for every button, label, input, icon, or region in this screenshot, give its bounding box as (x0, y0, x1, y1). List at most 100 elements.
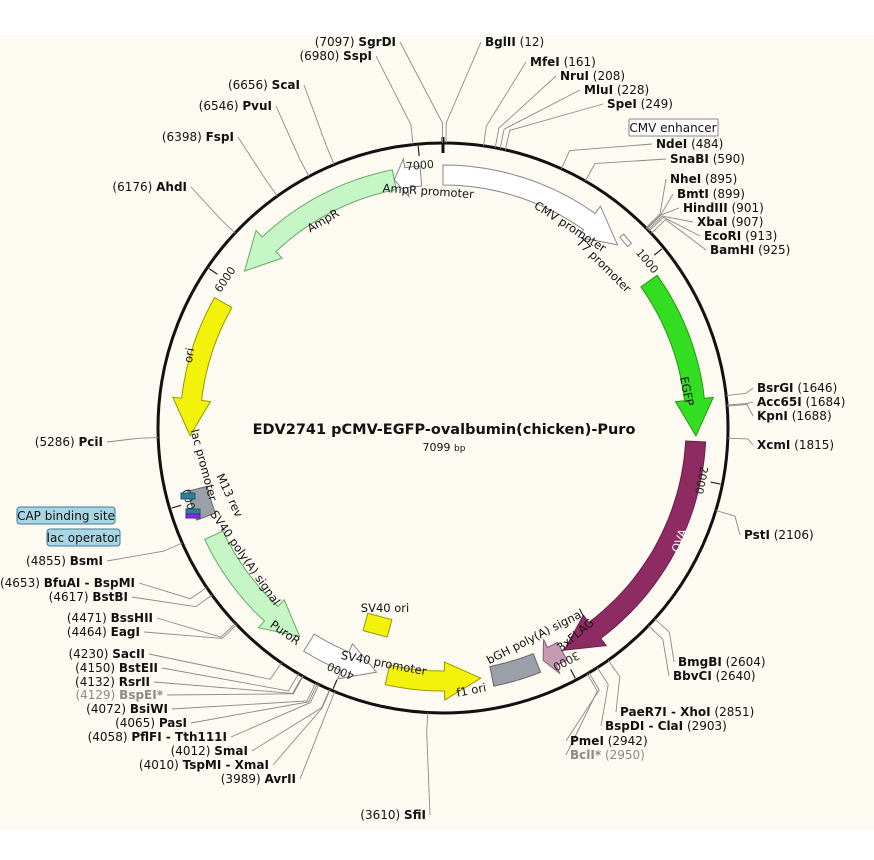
leader-40 (272, 689, 331, 766)
leader-37 (190, 683, 318, 724)
site-sgrdi: (7097) SgrDI (315, 35, 396, 49)
tick-2000 (710, 481, 721, 485)
site-bsiwi: (4072) BsiWI (86, 702, 168, 716)
leader-39 (251, 689, 331, 752)
leader-27 (131, 594, 213, 608)
site-bstbi: (4617) BstBI (49, 590, 128, 604)
leader-11 (584, 158, 667, 182)
site-tspmi-xmai: (4010) TspMI - XmaI (139, 758, 269, 772)
site-bsteii: (4150) BstEII (75, 661, 158, 675)
site-fspi: (6398) FspI (162, 130, 234, 144)
site-sacii: (4230) SacII (68, 647, 145, 661)
leader-16 (647, 215, 694, 231)
leader-38 (230, 684, 320, 738)
site-scai: (6656) ScaI (228, 78, 300, 92)
leader-1 (445, 41, 482, 144)
site-bspdi-clai: BspDI - ClaI (2903) (605, 719, 727, 733)
feature-label-f1ori: f1 ori (455, 680, 487, 699)
leader-17 (648, 216, 701, 237)
site-bcli: BclI* (2950) (570, 748, 645, 762)
tick-1000 (653, 248, 663, 256)
leader-24 (715, 509, 741, 536)
site-smai: (4012) SmaI (171, 744, 248, 758)
leader-13 (645, 178, 667, 229)
site-pcii: (5286) PciI (35, 435, 103, 449)
leader-9 (237, 136, 278, 197)
site-sspi: (6980) SspI (299, 49, 372, 63)
feature-flag (542, 639, 568, 674)
leader-7 (303, 84, 335, 165)
cmv-enhancer-label: CMV enhancer (629, 121, 716, 135)
feature-ova (563, 440, 707, 651)
site-psti: PstI (2106) (744, 528, 814, 542)
leader-29 (143, 624, 238, 639)
site-bsmi: (4855) BsmI (26, 554, 103, 568)
site-spei: SpeI (249) (607, 97, 673, 111)
feature-label-ori: ori (181, 347, 197, 364)
site-xcmi: XcmI (1815) (757, 438, 834, 452)
cap-binding-label: CAP binding site (17, 509, 115, 523)
site-bsrgi: BsrGI (1646) (757, 381, 837, 395)
lac-operator-label: lac operator (47, 531, 120, 545)
site-sfii: (3610) SfiI (360, 808, 426, 822)
site-acc65i: Acc65I (1684) (757, 395, 845, 409)
leader-36 (171, 682, 317, 710)
leader-41 (299, 691, 336, 780)
leader-19 (726, 387, 754, 397)
feature-egfp (640, 274, 715, 437)
feature-label-egfp: EGFP (677, 375, 697, 407)
tick-7000 (417, 146, 420, 157)
site-pflfi-tth111i: (4058) PflFI - Tth111I (88, 730, 227, 744)
leader-0 (399, 41, 443, 143)
site-xbai: XbaI (907) (697, 215, 764, 229)
site-rsrii: (4132) RsrII (75, 675, 150, 689)
leader-32 (148, 653, 282, 680)
leader-26 (138, 582, 208, 600)
t7-promoter-marker (619, 233, 633, 248)
leader-6 (504, 103, 604, 150)
site-snabi: SnaBI (590) (670, 152, 745, 166)
leader-2 (375, 55, 414, 145)
leader-3 (483, 61, 527, 146)
feature-sv40prom (303, 633, 378, 680)
site-bfuai-bspmi: (4653) BfuAI - BspMI (0, 576, 135, 590)
site-paer7i-xhoi: PaeR7I - XhoI (2851) (620, 705, 754, 719)
tick-6000 (208, 268, 218, 275)
tick-label-7000: 7000 (405, 158, 434, 173)
site-avrii: (3989) AvrII (221, 772, 296, 786)
lac-operator-marker (185, 508, 201, 515)
leader-12 (190, 186, 236, 234)
feature-bgh (489, 653, 542, 687)
site-bamhi: BamHI (925) (710, 243, 790, 257)
site-ahdi: (6176) AhdI (112, 180, 187, 194)
site-bmgbi: BmgBI (2604) (678, 655, 766, 669)
feature-label-sv40-ori: SV40 ori (361, 601, 409, 615)
leader-33 (161, 667, 299, 692)
leader-4 (494, 75, 557, 148)
site-pvui: (6546) PvuI (199, 99, 272, 113)
feature-puror (204, 530, 301, 638)
sv40-ori-marker (362, 612, 393, 638)
cap-site-marker (180, 492, 196, 500)
leader-5 (499, 89, 581, 149)
lac-operator-box: lac operator (46, 528, 121, 547)
feature-cmv-promoter (442, 164, 619, 246)
site-ecori: EcoRI (913) (704, 229, 777, 243)
site-ndei: NdeI (484) (656, 137, 723, 151)
site-hindiii: HindIII (901) (683, 201, 764, 215)
site-pmei: PmeI (2942) (570, 734, 648, 748)
tick-4000 (332, 679, 338, 690)
feature-ori (171, 297, 233, 437)
leader-28 (156, 617, 236, 638)
leader-21 (727, 404, 754, 417)
leader-30 (654, 618, 675, 663)
site-mlui: MluI (228) (584, 83, 649, 97)
leader-lines (106, 41, 754, 816)
site-bglii: BglII (12) (485, 35, 544, 49)
leader-35 (166, 676, 304, 696)
site-bsshii: (4471) BssHII (67, 611, 153, 625)
tick-5000 (171, 504, 182, 509)
leader-25 (106, 542, 183, 562)
